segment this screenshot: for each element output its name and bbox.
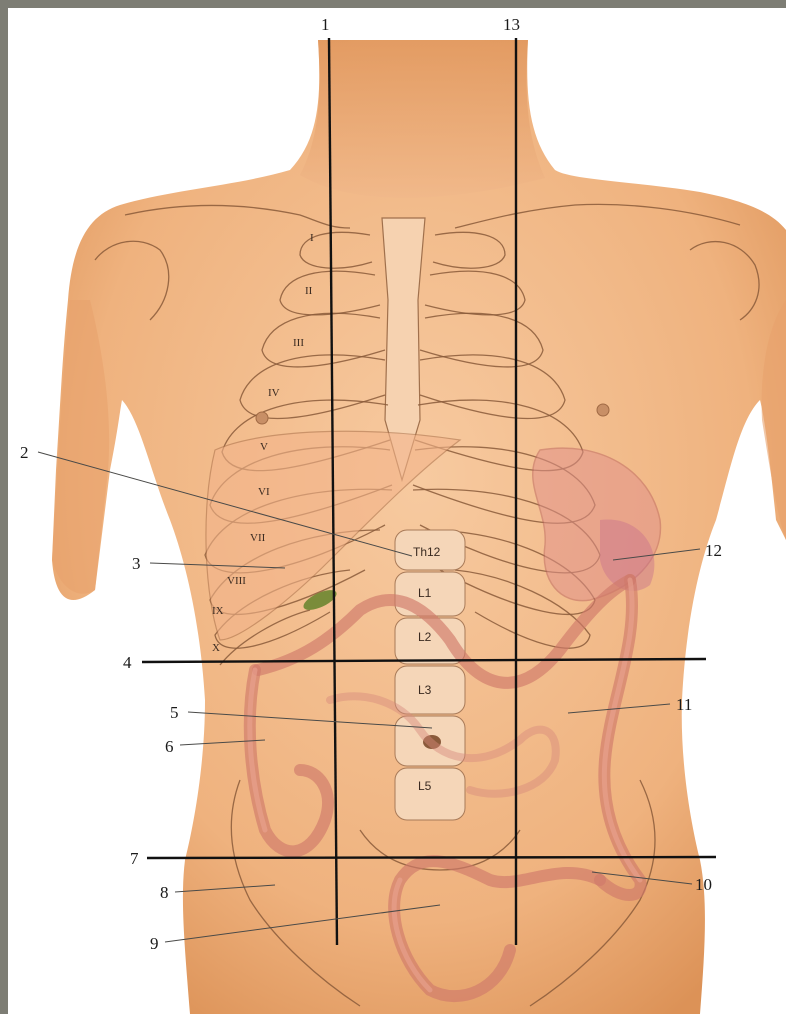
vertebra-label-th12: Th12 xyxy=(413,545,441,559)
rib-label-2: II xyxy=(305,285,313,297)
callout-6: 6 xyxy=(165,737,174,756)
rib-label-10: X xyxy=(212,642,220,654)
horizontal-line-7 xyxy=(147,857,716,858)
callout-10: 10 xyxy=(695,875,712,894)
callout-2: 2 xyxy=(20,443,29,462)
vertebra-label-l2: L2 xyxy=(418,630,432,644)
callout-5: 5 xyxy=(170,703,179,722)
rib-label-1: I xyxy=(310,232,314,244)
callout-12: 12 xyxy=(705,541,722,560)
callout-13: 13 xyxy=(503,15,520,34)
vertebra-label-l3: L3 xyxy=(418,683,432,697)
rib-label-7: VII xyxy=(250,532,266,544)
callout-1: 1 xyxy=(321,15,330,34)
rib-label-4: IV xyxy=(268,387,280,399)
vertebra-label-l1: L1 xyxy=(418,586,432,600)
rib-label-5: V xyxy=(260,441,268,453)
vertebral-column xyxy=(395,530,465,820)
anatomy-panel: 1 13 2 3 4 5 6 7 8 9 10 11 12 I II III I… xyxy=(8,8,786,1014)
callout-7: 7 xyxy=(130,849,139,868)
callout-11: 11 xyxy=(676,695,692,714)
callout-3: 3 xyxy=(132,554,141,573)
rib-label-6: VI xyxy=(258,486,270,498)
rib-label-9: IX xyxy=(212,605,224,617)
right-nipple xyxy=(256,412,268,424)
neck xyxy=(300,40,545,198)
callout-8: 8 xyxy=(160,883,169,902)
abdomen-projection-diagram: 1 13 2 3 4 5 6 7 8 9 10 11 12 I II III I… xyxy=(8,8,786,1014)
rib-label-3: III xyxy=(293,337,304,349)
vertebra-label-l5: L5 xyxy=(418,779,432,793)
callout-4: 4 xyxy=(123,653,132,672)
left-nipple xyxy=(597,404,609,416)
callout-9: 9 xyxy=(150,934,159,953)
rib-label-8: VIII xyxy=(227,575,246,587)
